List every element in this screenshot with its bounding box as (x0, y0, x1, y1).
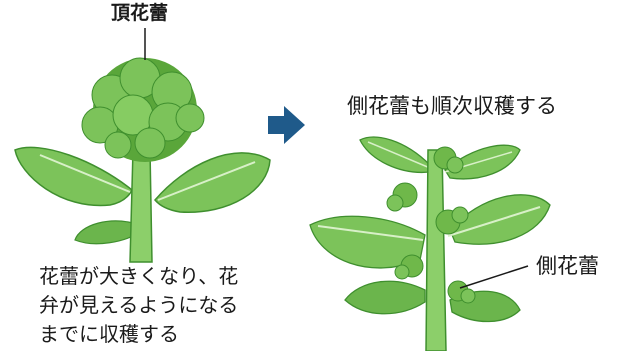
arrow-icon (268, 106, 305, 144)
terminal-bud-head (81, 57, 205, 162)
left-plant (14, 28, 271, 263)
side-bud-label: 側花蕾 (536, 254, 599, 278)
side-bud-left (386, 182, 418, 212)
side-bud-mid (435, 206, 469, 235)
side-bud-low (394, 254, 424, 280)
left-leaf-lower (74, 220, 141, 245)
side-harvest-title: 側花蕾も順次収穫する (347, 94, 557, 118)
side-bud-top (433, 146, 464, 174)
right-leaf-low-left (344, 280, 426, 315)
caption-line-1: 花蕾が大きくなり、花 (39, 264, 239, 288)
right-stem (425, 149, 447, 351)
harvest-caption: 花蕾が大きくなり、花 弁が見えるようになる までに収穫する (39, 262, 238, 349)
caption-line-2: 弁が見えるようになる (39, 293, 239, 317)
side-bud-labeled (447, 280, 476, 304)
right-plant (309, 136, 551, 351)
right-leaf-top-right (444, 144, 521, 180)
terminal-bud-label: 頂花蕾 (111, 2, 169, 24)
left-leaf-left (14, 146, 133, 207)
left-leaf-right (154, 152, 271, 213)
left-stem (129, 149, 153, 263)
caption-line-3: までに収穫する (39, 322, 179, 346)
side-bud-pointer (459, 265, 529, 289)
